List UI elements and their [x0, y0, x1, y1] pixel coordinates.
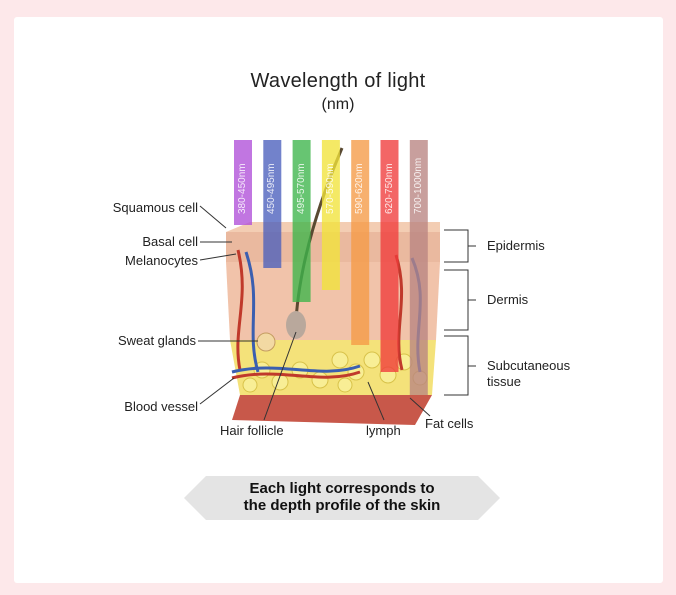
label-melanocytes: Melanocytes: [125, 253, 198, 268]
banner-line-2: the depth profile of the skin: [243, 497, 441, 514]
hair-follicle-bulb: [286, 311, 306, 339]
wavelength-band-5: [380, 140, 399, 372]
wavelength-band-6: [409, 140, 428, 395]
label-blood-vessel: Blood vessel: [124, 399, 198, 414]
banner-arrow: [184, 476, 500, 520]
wavelength-band-label-0: 380-450nm: [237, 163, 248, 214]
wavelength-band-label-3: 570-590nm: [324, 163, 336, 214]
wavelength-band-4: [351, 140, 370, 345]
wavelength-band-1: [263, 140, 282, 268]
label-epidermis: Epidermis: [487, 238, 545, 253]
wavelength-band-label-5: 620-750nm: [383, 163, 395, 214]
label-hair-follicle: Hair follicle: [220, 423, 284, 438]
wavelength-band-0: [234, 140, 252, 225]
banner-caption: Each light corresponds to the depth prof…: [184, 480, 500, 514]
label-basal-cell: Basal cell: [142, 234, 198, 249]
wavelength-bands: [234, 140, 428, 395]
wavelength-band-label-2: 495-570nm: [295, 163, 307, 214]
label-sweat-glands: Sweat glands: [117, 333, 196, 348]
label-subcutaneous-tissue: Subcutaneous tissue: [487, 358, 571, 389]
label-dermis: Dermis: [487, 292, 529, 307]
label-lymph: lymph: [366, 423, 401, 438]
diagram-unit: (nm): [321, 96, 355, 113]
label-fat-cells: Fat cells: [425, 416, 474, 431]
wavelength-band-3: [321, 140, 340, 290]
wavelength-band-label-1: 450-495nm: [266, 163, 278, 214]
label-squamous-cell: Squamous cell: [112, 200, 198, 215]
wavelength-band-label-6: 700-1000nm: [412, 157, 424, 214]
diagram-title: Wavelength of light: [250, 70, 426, 92]
layer-brackets: [444, 229, 476, 396]
wavelength-band-2: [292, 140, 311, 302]
sweat-gland: [256, 332, 276, 352]
banner-line-1: Each light corresponds to: [249, 480, 435, 497]
muscle-layer: [232, 395, 432, 425]
wavelength-band-label-4: 590-620nm: [354, 163, 366, 214]
leader-lines: [198, 205, 431, 421]
